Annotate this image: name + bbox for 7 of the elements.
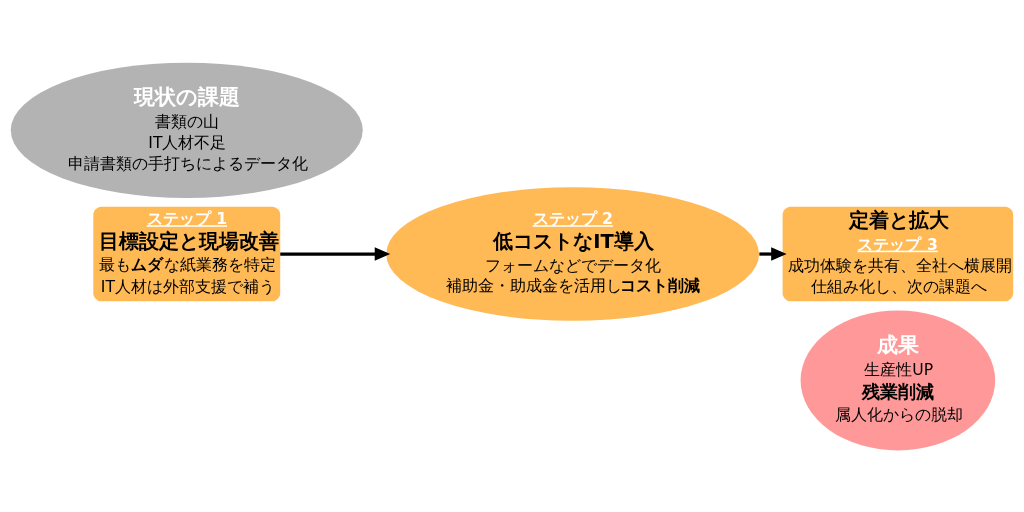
node-ellipse: 成果 生産性UP 残業削減 属人化からの脱却 <box>800 309 996 450</box>
node-ellipse: 現状の課題 書類の山 IT人材不足 申請書類の手打ちによるデータ化 <box>10 62 363 198</box>
node-ellipse: ステップ 2 低コストなIT導入 フォームなどでデータ化 補助金・助成金を活用しコスト削減 <box>386 186 760 321</box>
node-box: 定着と拡大 ステップ 3 成功体験を共有、全社へ横展開 仕組み化し、次の課題へ <box>782 206 1014 301</box>
arrow <box>280 246 391 261</box>
arrow <box>759 246 787 261</box>
node-box: ステップ 1 目標設定と現場改善 最もムダな紙業務を特定 IT人材は外部支援で補う <box>93 206 281 301</box>
